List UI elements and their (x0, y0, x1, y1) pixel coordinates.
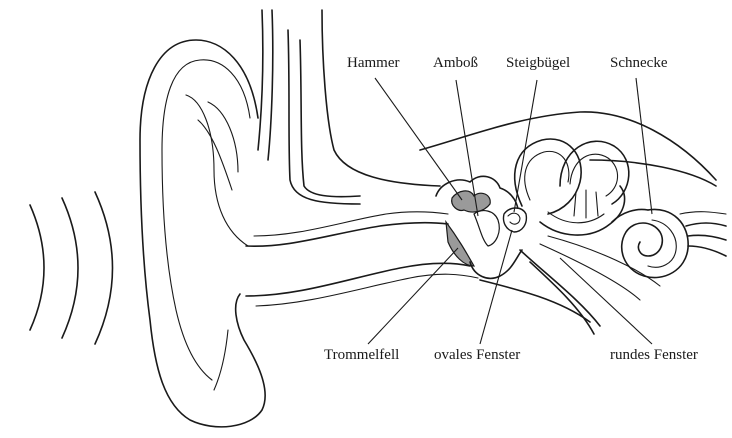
canal-lower (246, 263, 470, 296)
label-steigbuegel: Steigbügel (506, 56, 570, 71)
middle-ear-floor (470, 250, 522, 278)
ear-canal (246, 212, 478, 306)
label-rundes-fenster: rundes Fenster (610, 348, 698, 363)
outer-ear (140, 40, 265, 427)
label-ovales-fenster: ovales Fenster (434, 348, 520, 363)
semicircular-canals (515, 139, 629, 235)
nerve-line-2 (688, 235, 726, 240)
leader-hammer (375, 78, 462, 200)
tube-line-1 (520, 250, 600, 326)
head-line-2 (268, 10, 273, 160)
vestibule-inner (548, 212, 604, 223)
cochlea-connector (612, 210, 648, 223)
canal-loop-1-inner (525, 151, 569, 200)
leader-trommelfell (368, 248, 458, 344)
cochlea (612, 209, 688, 277)
canal-upper-inner (254, 212, 448, 236)
canal-lower-inner (256, 274, 478, 306)
helix-rim (162, 60, 250, 380)
vestibule (540, 186, 625, 235)
canal-loop-2 (560, 141, 629, 204)
antihelix-fold-2 (208, 102, 238, 172)
sound-wave-3 (95, 192, 113, 344)
head-line-1 (258, 10, 263, 150)
eustachian-tube (480, 236, 660, 334)
label-amboss: Amboß (433, 56, 478, 71)
label-schnecke: Schnecke (610, 56, 667, 71)
sound-wave-2 (62, 198, 78, 338)
head-line-5 (322, 10, 440, 186)
tube-line-4 (540, 244, 640, 300)
eardrum-shape (446, 222, 474, 266)
nerve-line-1 (686, 223, 726, 226)
antihelix-fold (198, 120, 232, 190)
skull-line-2 (590, 160, 716, 186)
label-hammer: Hammer (347, 56, 399, 71)
antihelix (186, 95, 248, 246)
tube-line-2 (530, 262, 594, 334)
nerve-line-4 (680, 212, 726, 214)
canal-hatching (574, 190, 598, 218)
sound-wave-1 (30, 205, 44, 330)
leader-rundes-fenster (560, 258, 652, 344)
pinna-outline (140, 40, 265, 427)
label-trommelfell: Trommelfell (324, 348, 399, 363)
leader-schnecke (636, 78, 652, 214)
sound-waves (30, 192, 113, 344)
nerve-line-3 (688, 246, 726, 256)
stirrup-shape (503, 208, 526, 232)
lobe-fold (214, 330, 228, 390)
leader-steigbuegel (514, 80, 537, 212)
tube-line-5 (548, 236, 660, 286)
